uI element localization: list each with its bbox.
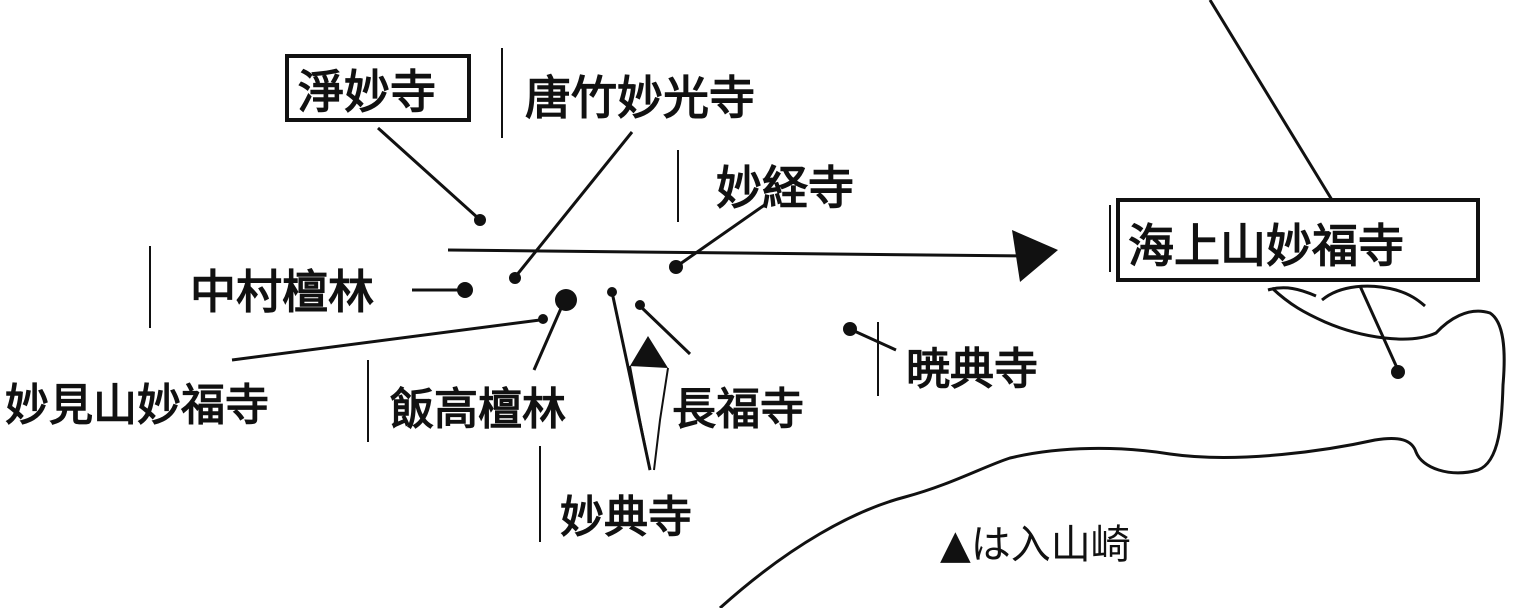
leader-line	[679, 202, 767, 266]
label-box-jomyoji	[285, 54, 471, 122]
route-arrowhead	[1012, 230, 1058, 282]
label-iitaka: 飯高檀林	[390, 384, 566, 435]
leader-line	[231, 318, 541, 362]
label-kaijozan: 海上山妙福寺	[1128, 219, 1404, 273]
label-chofukuji: 長福寺	[672, 384, 804, 435]
site-point-iitaka	[555, 289, 577, 311]
inner-shoreline	[1321, 284, 1426, 308]
leader-line	[1358, 285, 1400, 371]
label-myokenzan: 妙見山妙福寺	[5, 380, 269, 431]
site-point-kaijozan	[1391, 365, 1405, 379]
leader-line	[638, 304, 692, 356]
site-point-myokenzan	[538, 314, 548, 324]
site-point-gyotenji	[843, 322, 857, 336]
label-jomyoji: 淨妙寺	[298, 65, 436, 119]
site-point-myotenji	[607, 287, 617, 297]
coastline	[718, 286, 1506, 610]
label-karatake: 唐竹妙光寺	[525, 71, 755, 125]
label-box-kaijozan	[1116, 198, 1480, 282]
road-line	[1208, 0, 1334, 201]
site-point-chofukuji	[635, 300, 645, 310]
route-line	[447, 248, 1026, 258]
site-point-karatake	[509, 272, 521, 284]
leader-line	[532, 305, 564, 371]
leader-line	[514, 131, 634, 277]
label-myotenji: 妙典寺	[560, 492, 692, 543]
leader-line	[851, 328, 897, 352]
leader-line	[376, 126, 480, 220]
site-point-nakamura	[457, 282, 473, 298]
label-myokyoji: 妙経寺	[716, 161, 854, 215]
bay-curve	[1267, 286, 1317, 298]
site-point-jomyoji	[474, 214, 486, 226]
mountain-marker	[630, 336, 668, 368]
mountain-outline	[629, 365, 669, 471]
cape-legend: ▲は入山崎	[940, 522, 1131, 568]
label-gyotenji: 暁典寺	[906, 344, 1038, 395]
label-nakamura: 中村檀林	[190, 265, 374, 319]
site-point-myokyoji	[669, 260, 683, 274]
